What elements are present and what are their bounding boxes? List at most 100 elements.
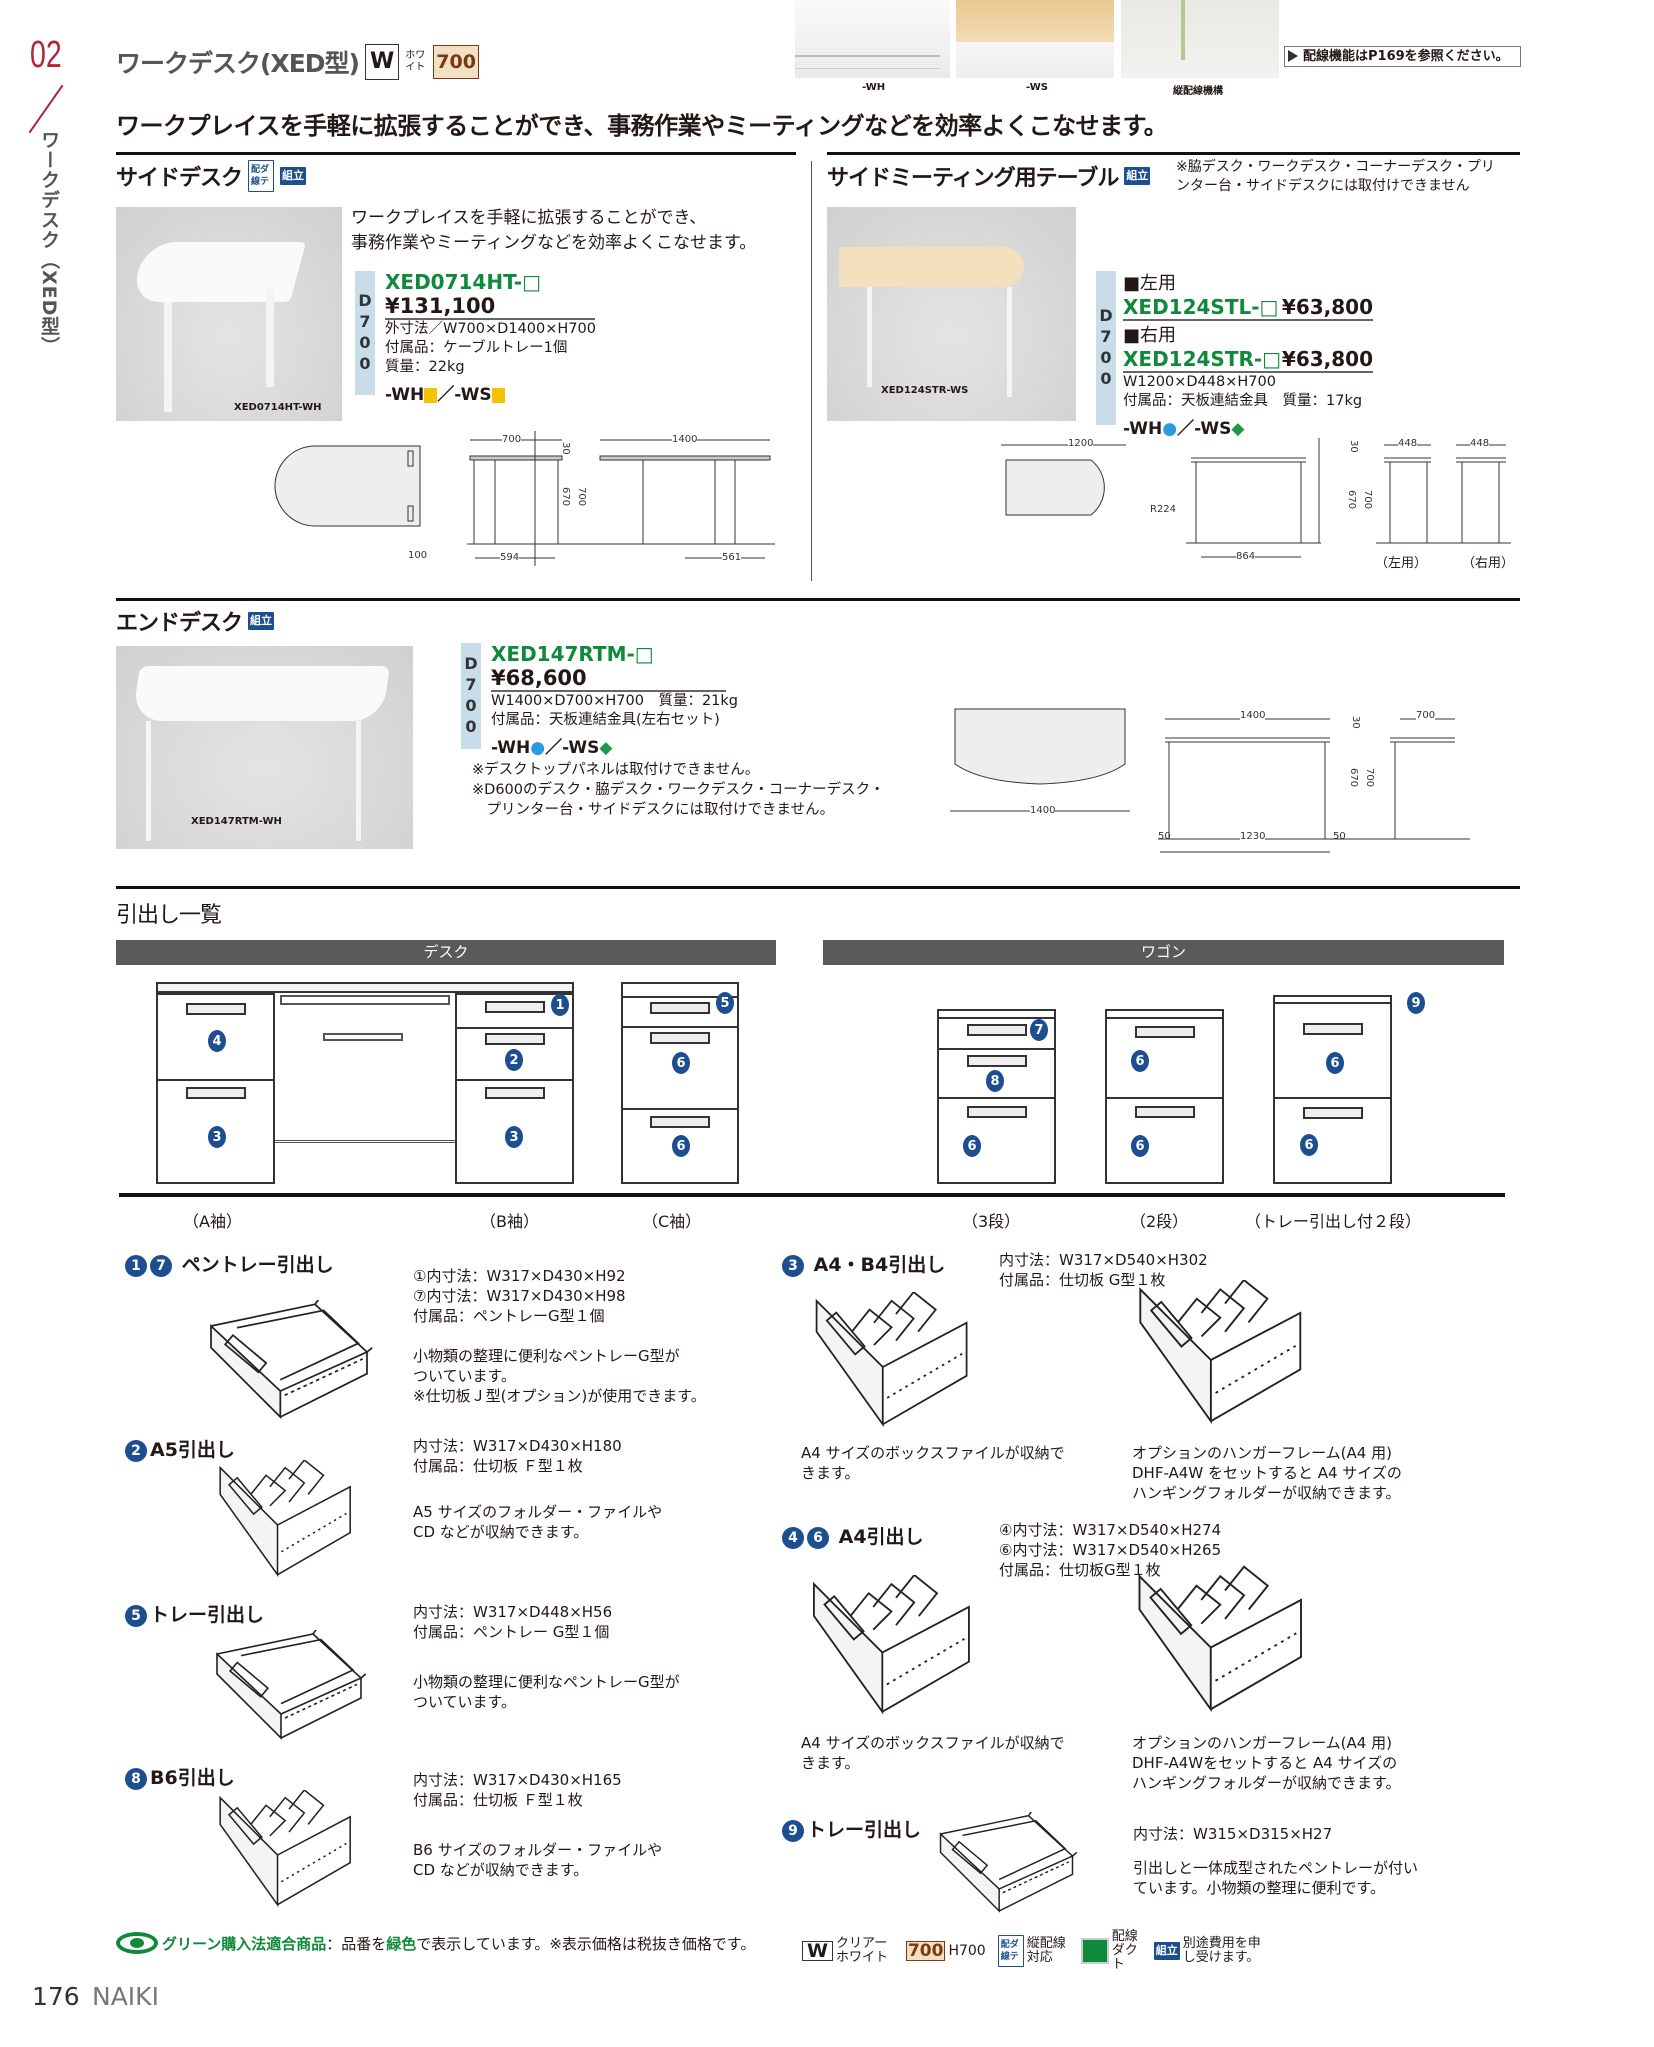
side-desk-drawing [274, 431, 775, 566]
dim-label: 50 [1158, 831, 1171, 842]
text-line: 内寸法：W317×D430×H165 [413, 1771, 622, 1789]
unit-label: （トレー引出し付２段） [1245, 1212, 1422, 1231]
drawer-3-caption-right: オプションのハンガーフレーム(A4 用)DHF-A4W をセットすると A4 サ… [1132, 1443, 1402, 1503]
text-line: ついています。 [413, 1367, 517, 1385]
dim-label: 700 [576, 487, 587, 507]
unit-label: （B袖） [480, 1212, 539, 1231]
text-line: ①内寸法：W317×D430×H92 [413, 1267, 626, 1285]
drawer-3-title: 3 A4・B4引出し [782, 1250, 945, 1277]
text-line: オプションのハンガーフレーム(A4 用) [1132, 1444, 1392, 1462]
color-wh: -WH [491, 738, 531, 758]
text-line: ⑥内寸法：W317×D540×H265 [999, 1541, 1222, 1559]
a4-b4-hanger-illustration [1130, 1280, 1320, 1440]
drawer-title: ペントレー引出し [181, 1254, 334, 1276]
assembly-badge: 組立 [280, 167, 307, 185]
headline: ワークプレイスを手軽に拡張することができ、事務作業やミーティングなどを効率よくこ… [116, 112, 1168, 140]
meeting-table-photo: XED124STR-WS [827, 207, 1076, 421]
number-badge: 5 [125, 1604, 147, 1627]
text-line: 付属品：仕切板G型１枚 [999, 1561, 1161, 1579]
number-badge: 4 [782, 1526, 804, 1549]
drawer-title: B6引出し [150, 1767, 235, 1789]
dim-label: 448 [1470, 438, 1490, 449]
thumb-label-wiring: 縦配線機構 [1173, 86, 1223, 97]
number-badge: 7 [150, 1254, 172, 1277]
desk-top [156, 982, 574, 993]
wagon-header: ワゴン [823, 940, 1504, 965]
drawer-badge: 3 [505, 1126, 523, 1148]
white-icon: W [802, 1941, 833, 1961]
text-line: 付属品：仕切板 Ｆ型１枚 [413, 1791, 583, 1809]
divider [827, 152, 1520, 155]
dim-label: 700 [1362, 490, 1373, 510]
footer-text: で表示しています。※表示価格は税抜き価格です。 [416, 1934, 756, 1953]
meeting-table-note: ※脇デスク・ワークデスク・コーナーデスク・プリンター台・サイドデスクには取付けで… [1176, 159, 1495, 194]
text-line: 内寸法：W315×D315×H27 [1133, 1825, 1333, 1843]
drawer-badge: 6 [1131, 1050, 1149, 1072]
meeting-table-heading: サイドミーティング用テーブル 組立 [827, 160, 1151, 192]
dim-label: 670 [560, 487, 571, 507]
end-desk-photo: XED147RTM-WH [116, 646, 413, 849]
depth-label: D700 [355, 271, 375, 395]
dim-label: 700 [1364, 768, 1375, 788]
weight: 質量：22kg [385, 359, 465, 375]
number-badge: 3 [782, 1254, 804, 1277]
text-line: 付属品：仕切板 Ｆ型１枚 [413, 1457, 583, 1475]
note: ※デスクトップパネルは取付けできません。 [472, 762, 760, 778]
number-badge: 8 [125, 1767, 147, 1790]
legend-assembly: 組立別途費用を申し受けます。 [1153, 1936, 1273, 1965]
text-line: ています。小物類の整理に便利です。 [1133, 1879, 1386, 1897]
text-line: オプションのハンガーフレーム(A4 用) [1132, 1734, 1392, 1752]
pedestal-b [455, 993, 574, 1184]
dim-label: 30 [1348, 440, 1359, 453]
green-word: 緑色 [386, 1934, 417, 1953]
text-line: A5 サイズのフォルダー・ファイルや [413, 1503, 663, 1521]
desk-header: デスク [116, 940, 776, 965]
tray-9-illustration [924, 1812, 1089, 1922]
drawer-3-caption-left: A4 サイズのボックスファイルが収納できます。 [801, 1443, 1065, 1483]
text-line: きます。 [801, 1754, 860, 1772]
arrow-icon [1288, 50, 1298, 62]
depth-label: D700 [1096, 271, 1116, 425]
floor-line [119, 1193, 1505, 1197]
legend-text: H700 [948, 1943, 986, 1959]
unit-label: （C袖） [642, 1212, 702, 1231]
color-options: -WH／-WS [385, 380, 596, 405]
dim-label: 670 [1348, 768, 1359, 788]
green-label: グリーン購入法適合商品 [162, 1934, 327, 1953]
brand: NAIKI [92, 1982, 159, 2011]
right-label: （右用） [1462, 556, 1515, 571]
desc-line: 事務作業やミーティングなどを効率よくこなせます。 [351, 233, 757, 253]
dim-label: 594 [500, 552, 520, 563]
green-purchase-logo-icon [116, 1932, 158, 1954]
dim-label: 1400 [1240, 710, 1266, 721]
right-model-row: XED124STR-□¥63,800 [1123, 347, 1373, 373]
depth-label: D700 [461, 643, 481, 749]
text-line: ④内寸法：W317×D540×H274 [999, 1521, 1222, 1539]
thumb-ws [956, 0, 1114, 78]
footer-text: ：品番を [326, 1934, 387, 1953]
divider [116, 598, 1520, 601]
green-purchase-note: グリーン購入法適合商品：品番を緑色で表示しています。※表示価格は税抜き価格です。 [116, 1932, 755, 1954]
color-wh: -WH [1123, 419, 1163, 439]
legend-text: クリアーホワイト [835, 1936, 888, 1965]
drawer-title: A4・B4引出し [813, 1254, 946, 1276]
modesty-area [275, 993, 455, 1143]
legend-text: 別途費用を申し受けます。 [1182, 1936, 1261, 1965]
chapter-number: 02 [30, 34, 62, 76]
text-line: 内寸法：W317×D448×H56 [413, 1603, 613, 1621]
model-number: XED147RTM-□ [491, 642, 654, 666]
unit-label: （2段） [1130, 1212, 1189, 1231]
legend-vertical-wiring: 配ダ線テ縦配線対応 [997, 1935, 1069, 1967]
drawer-badge: 4 [208, 1030, 226, 1052]
model-number: XED124STL-□ [1123, 295, 1279, 319]
wiring-duct-icon [1080, 1938, 1109, 1964]
drawer-4-6-caption-left: A4 サイズのボックスファイルが収納できます。 [801, 1733, 1065, 1773]
wiring-icon: 配ダ線テ [997, 1935, 1024, 1967]
green-diamond-icon: ◆ [1231, 419, 1245, 439]
pedestal-a [156, 993, 275, 1184]
pen-tray-drawer-illustration [194, 1300, 384, 1430]
